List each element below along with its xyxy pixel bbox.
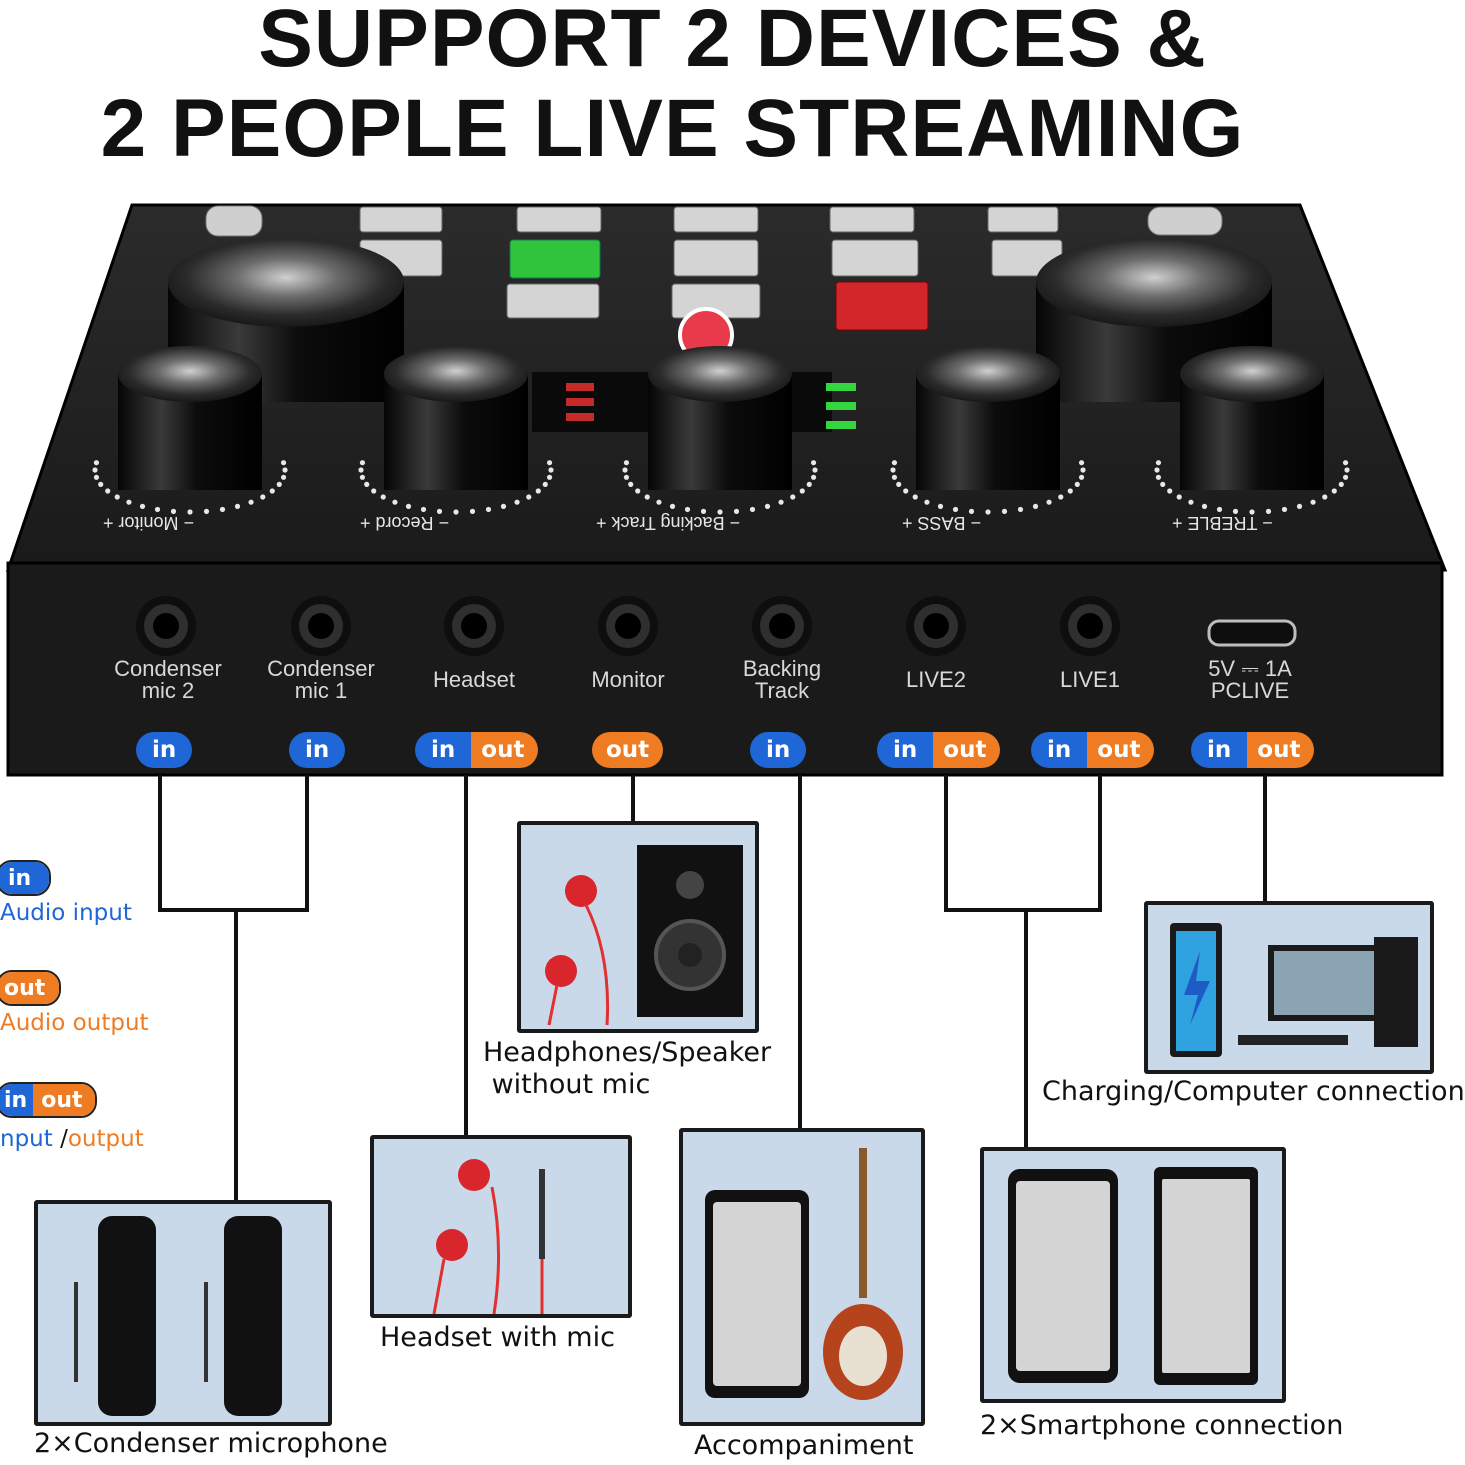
- headset-icon: [432, 1159, 545, 1315]
- knob-record: [358, 346, 554, 515]
- volume-knob-left: [168, 237, 404, 402]
- headphones-speaker-icon: [545, 845, 743, 1026]
- legend-input-output: nput /output: [0, 1126, 144, 1152]
- accompaniment-label: Accompaniment: [694, 1430, 914, 1461]
- headline-line-1: SUPPORT 2 DEVICES &: [258, 0, 1207, 84]
- port-label-live1: LIVE1: [1060, 667, 1120, 692]
- port-pill-backing-track: in: [750, 732, 807, 768]
- port-pill-condenser-mic-1: in: [289, 732, 346, 768]
- headset-box: [370, 1135, 632, 1318]
- port-label-monitor: Monitor: [591, 667, 665, 692]
- knob-treble: [1154, 346, 1350, 515]
- in-badge: in: [750, 732, 807, 768]
- jack-4: [615, 613, 641, 639]
- phone-guitar-icon: [705, 1148, 903, 1400]
- legend-in-pill: in: [0, 860, 52, 896]
- speaker-box: [517, 821, 759, 1033]
- in-badge: in: [1031, 732, 1088, 768]
- knob-label-monitor: − Monitor +: [103, 513, 195, 533]
- knob-monitor: [92, 346, 288, 515]
- knob-label-treble: − TREBLE +: [1172, 513, 1273, 533]
- in-badge: in: [877, 732, 934, 768]
- out-badge: out: [933, 732, 1001, 768]
- jack-2: [308, 613, 334, 639]
- jack-3: [461, 613, 487, 639]
- computer-label: Charging/Computer connection: [1042, 1076, 1465, 1107]
- port-label-condenser-mic-2: Condenser mic 2: [114, 656, 222, 703]
- legend-audio-output: Audio output: [0, 1010, 149, 1036]
- in-badge: in: [289, 732, 346, 768]
- port-label-headset: Headset: [433, 667, 515, 692]
- out-badge: out: [1087, 732, 1155, 768]
- in-badge: in: [1191, 732, 1248, 768]
- smartphone-box: [980, 1147, 1286, 1403]
- port-pill-monitor: out: [592, 732, 664, 768]
- microphone-box: [34, 1200, 332, 1426]
- knob-label-backing-track: − Backing Track +: [596, 513, 741, 533]
- jack-7: [1077, 613, 1103, 639]
- jack-6: [923, 613, 949, 639]
- out-badge: out: [1247, 732, 1315, 768]
- knob-label-record: − Record +: [360, 513, 450, 533]
- knob-label-bass: − BASS +: [902, 513, 982, 533]
- legend-audio-input: Audio input: [0, 900, 132, 926]
- smartphone-label: 2×Smartphone connection: [980, 1410, 1344, 1441]
- legend-out-pill: out: [0, 970, 62, 1006]
- in-badge: in: [415, 732, 472, 768]
- knob-backing-track: [622, 346, 818, 515]
- knob-bass: [890, 346, 1086, 515]
- port-label-backing-track: Backing Track: [742, 656, 822, 703]
- microphone-label: 2×Condenser microphone: [34, 1428, 388, 1459]
- computer-box: [1144, 901, 1434, 1074]
- out-badge: out: [471, 732, 539, 768]
- in-badge: in: [136, 732, 193, 768]
- smartphones-icon: [1008, 1167, 1258, 1385]
- headset-label: Headset with mic: [380, 1322, 615, 1353]
- headline-line-2: 2 PEOPLE LIVE STREAMING: [100, 83, 1245, 174]
- port-label-pclive: 5V ⎓ 1A PCLIVE: [1208, 656, 1292, 703]
- out-badge: out: [592, 732, 664, 768]
- jack-1: [153, 613, 179, 639]
- port-pill-condenser-mic-2: in: [136, 732, 193, 768]
- accompaniment-box: [679, 1128, 925, 1426]
- condenser-microphones-icon: [74, 1216, 282, 1416]
- port-label-live2: LIVE2: [906, 667, 966, 692]
- port-label-condenser-mic-1: Condenser mic 1: [267, 656, 375, 703]
- battery-computer-icon: [1170, 923, 1418, 1057]
- legend-inout-pill: in out: [0, 1082, 97, 1118]
- jack-5: [769, 613, 795, 639]
- speaker-label: Headphones/Speaker without mic: [483, 1037, 772, 1100]
